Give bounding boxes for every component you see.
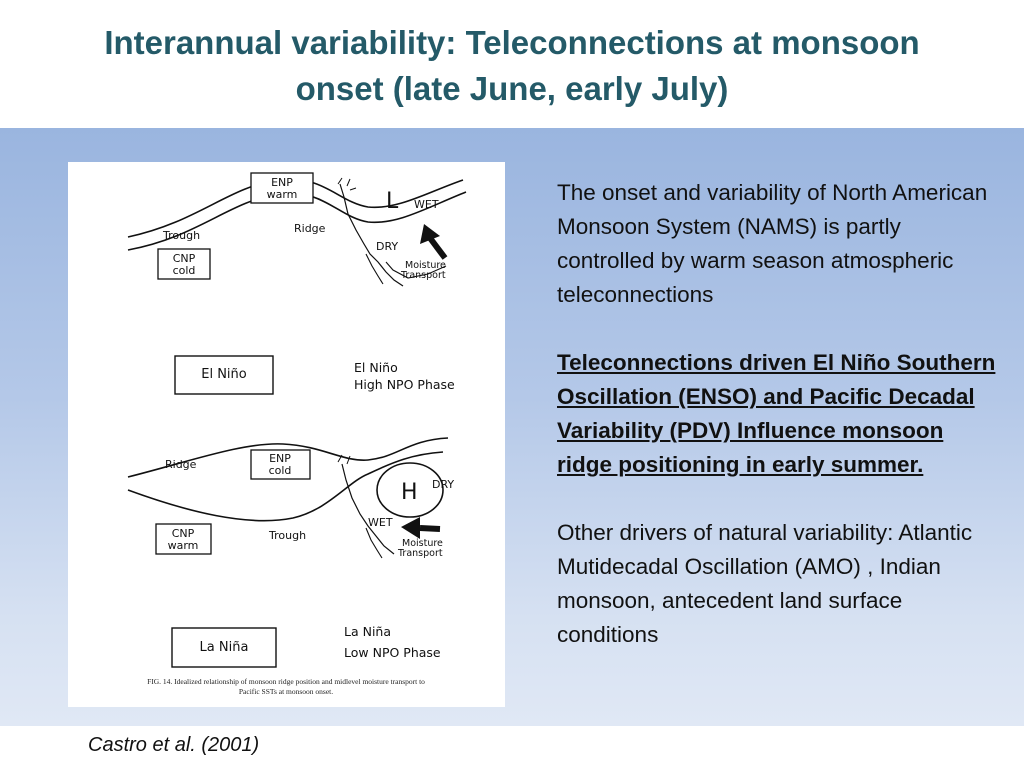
bottom-trough-label: Trough bbox=[268, 529, 306, 542]
bottom-wet-label: WET bbox=[368, 516, 393, 529]
el-nino-box-label: El Niño bbox=[201, 367, 247, 382]
top-moisture-line2: Transport bbox=[400, 270, 446, 281]
bottom-enp-state: cold bbox=[269, 464, 292, 477]
el-nino-box bbox=[174, 355, 274, 395]
top-enp-label: ENP bbox=[271, 176, 293, 189]
bottom-river bbox=[337, 454, 351, 465]
bottom-moisture-line2: Transport bbox=[397, 548, 443, 559]
top-jet-line-upper bbox=[127, 178, 464, 238]
figure-caption: FIG. 14. Idealized relationship of monso… bbox=[147, 677, 425, 696]
top-panel: ENP warm CNP cold Trough Ridge L WET DRY… bbox=[127, 172, 467, 287]
bottom-jet-line-upper bbox=[127, 437, 449, 478]
top-ridge-label: Ridge bbox=[294, 222, 326, 235]
top-enp-state: warm bbox=[267, 188, 298, 201]
slide-body-text: The onset and variability of North Ameri… bbox=[557, 176, 1002, 686]
top-baja bbox=[365, 253, 384, 285]
la-nina-box-label: La Niña bbox=[200, 640, 249, 655]
top-cnp-box bbox=[157, 248, 211, 280]
caption-line-1: FIG. 14. Idealized relationship of monso… bbox=[147, 677, 425, 686]
bottom-legend: La Niña La Niña Low NPO Phase bbox=[171, 624, 441, 668]
bottom-cnp-state: warm bbox=[168, 539, 199, 552]
slide-title: Interannual variability: Teleconnections… bbox=[40, 20, 984, 112]
bottom-enp-box bbox=[250, 449, 311, 480]
top-legend: El Niño El Niño High NPO Phase bbox=[174, 355, 455, 395]
body-paragraph-3: Other drivers of natural variability: At… bbox=[557, 520, 973, 647]
caption-line-2: Pacific SSTs at monsoon onset. bbox=[239, 687, 333, 696]
top-jet-line-lower bbox=[127, 191, 467, 251]
top-dry-label: DRY bbox=[376, 240, 398, 253]
la-nina-phase-line1: La Niña bbox=[344, 624, 391, 639]
teleconnection-figure: ENP warm CNP cold Trough Ridge L WET DRY… bbox=[68, 162, 505, 707]
top-wet-label: WET bbox=[414, 198, 439, 211]
title-line-2: onset (late June, early July) bbox=[295, 70, 729, 107]
top-coastline bbox=[339, 183, 404, 287]
high-pressure-ellipse bbox=[376, 462, 444, 518]
top-moisture-arrow bbox=[420, 224, 448, 260]
top-river bbox=[337, 177, 357, 191]
bottom-ridge-label: Ridge bbox=[165, 458, 197, 471]
top-cnp-label: CNP bbox=[173, 252, 196, 265]
el-nino-phase-line1: El Niño bbox=[354, 360, 398, 375]
la-nina-box bbox=[171, 627, 277, 668]
bottom-jet-line-lower bbox=[127, 451, 444, 522]
bottom-moisture-arrow bbox=[401, 517, 441, 539]
figure-drawing: ENP warm CNP cold Trough Ridge L WET DRY… bbox=[127, 172, 467, 696]
top-moisture-line1: Moisture bbox=[405, 260, 446, 271]
la-nina-phase-line2: Low NPO Phase bbox=[344, 645, 441, 660]
bottom-panel: H DRY WET Moisture Transport ENP cold CN… bbox=[127, 437, 454, 559]
bottom-cnp-box bbox=[155, 523, 212, 555]
el-nino-phase-line2: High NPO Phase bbox=[354, 377, 455, 392]
top-gulf bbox=[385, 261, 447, 279]
top-cnp-state: cold bbox=[173, 264, 196, 277]
bottom-moisture-line1: Moisture bbox=[402, 538, 443, 549]
citation: Castro et al. (2001) bbox=[88, 734, 260, 756]
top-low-label: L bbox=[386, 189, 399, 214]
top-trough-label: Trough bbox=[162, 229, 200, 242]
bottom-coastline bbox=[341, 463, 395, 555]
bottom-high-label: H bbox=[401, 480, 418, 505]
title-line-1: Interannual variability: Teleconnections… bbox=[104, 24, 920, 61]
bottom-enp-label: ENP bbox=[269, 452, 291, 465]
top-enp-box bbox=[250, 172, 314, 204]
bottom-dry-label: DRY bbox=[432, 478, 454, 491]
bottom-baja bbox=[365, 527, 383, 559]
bottom-cnp-label: CNP bbox=[172, 527, 195, 540]
body-paragraph-1: The onset and variability of North Ameri… bbox=[557, 180, 988, 307]
body-paragraph-2-emphasis: Teleconnections driven El Niño Southern … bbox=[557, 350, 996, 477]
title-area: Interannual variability: Teleconnections… bbox=[0, 0, 1024, 128]
